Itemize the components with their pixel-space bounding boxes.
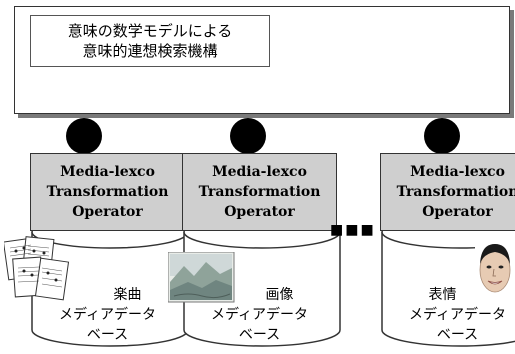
operator-1-line2: Transformation — [46, 184, 169, 200]
operator-1-line1: Media-lexco — [60, 164, 155, 180]
system-title-line1: 意味の数学モデルによる — [67, 22, 233, 40]
operator-box-1: Media-lexco Transformation Operator — [30, 153, 185, 231]
system-title-box: 意味の数学モデルによる 意味的連想検索機構 — [30, 15, 270, 67]
connector-dot-2 — [230, 118, 266, 154]
operator-1-line3: Operator — [72, 204, 143, 220]
operator-3-line2: Transformation — [396, 184, 515, 200]
operator-3-line1: Media-lexco — [410, 164, 505, 180]
landscape-painting-icon — [168, 252, 235, 303]
operator-box-3: Media-lexco Transformation Operator — [380, 153, 515, 231]
face-photo-icon — [475, 236, 515, 302]
operator-2-line1: Media-lexco — [212, 164, 307, 180]
system-title-line2: 意味的連想検索機構 — [82, 42, 218, 60]
database-1-line3: ベース — [86, 327, 129, 343]
operator-2-line3: Operator — [224, 204, 295, 220]
database-label-2: 画像 メディアデータ ベース — [182, 285, 337, 345]
sheet-music-icon — [4, 236, 70, 301]
connector-dot-3 — [424, 118, 460, 154]
database-label-3: 表情 メディアデータ ベース — [380, 285, 515, 345]
database-2-type: 画像 — [265, 287, 294, 303]
operator-3-line3: Operator — [422, 204, 493, 220]
database-3-line2: メディアデータ — [408, 307, 507, 323]
operator-box-2: Media-lexco Transformation Operator — [182, 153, 337, 231]
connector-dot-1 — [66, 118, 102, 154]
database-label-1: 楽曲 メディアデータ ベース — [30, 285, 185, 345]
database-2-line2: メディアデータ — [210, 307, 309, 323]
operator-2-line2: Transformation — [198, 184, 321, 200]
database-3-type: 表情 — [428, 287, 457, 303]
more-databases-ellipsis: ■■■ — [330, 222, 376, 238]
database-3-line3: ベース — [436, 327, 479, 343]
database-1-line2: メディアデータ — [58, 307, 157, 323]
database-2-line3: ベース — [238, 327, 281, 343]
database-1-type: 楽曲 — [113, 287, 142, 303]
